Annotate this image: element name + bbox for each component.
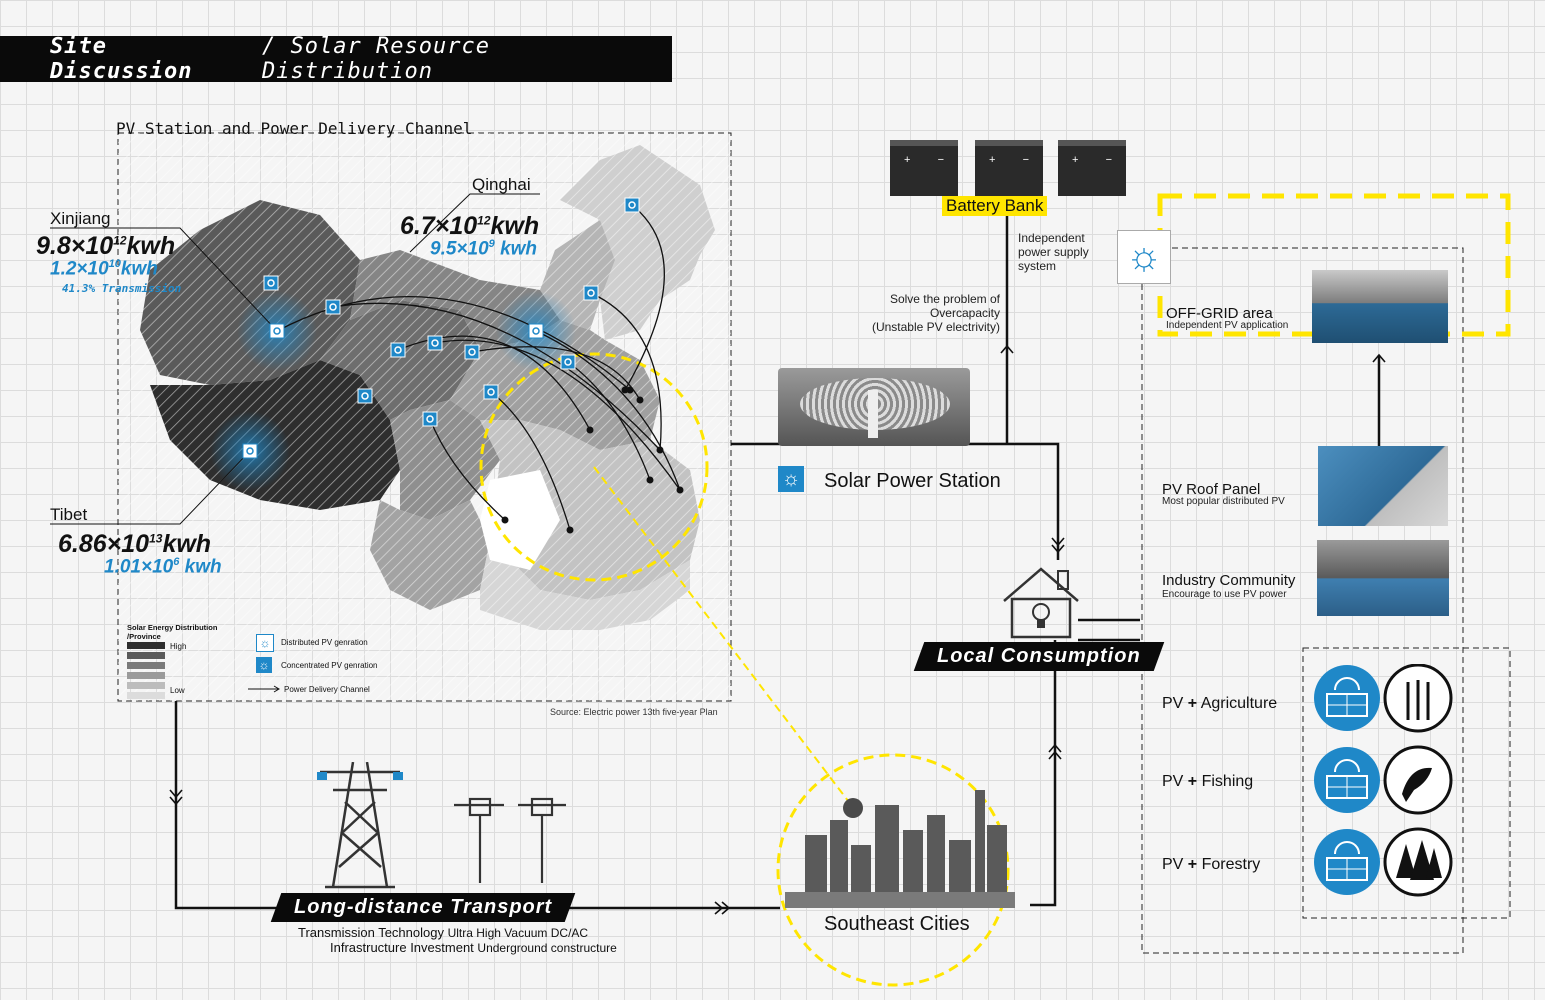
solar-panel-icon — [1314, 747, 1380, 813]
legend-title: Solar Energy Distribution /Province — [127, 623, 218, 641]
concentrated-pv-icon: ☼ — [778, 466, 804, 492]
concentrated-pv-marker — [528, 323, 544, 339]
distributed-pv-marker — [583, 285, 599, 301]
roof-sub: Most popular distributed PV — [1162, 496, 1285, 507]
sun-icon — [628, 201, 636, 209]
solar-station-photo — [778, 368, 970, 446]
distributed-pv-marker — [390, 342, 406, 358]
sun-icon — [329, 303, 337, 311]
roof-panel-photo — [1318, 446, 1448, 526]
sun-icon — [564, 358, 572, 366]
legend-swatches — [127, 642, 280, 699]
legend-distributed: Distributed PV genration — [281, 638, 368, 647]
sun-icon: ☼ — [1117, 230, 1171, 284]
combo-agriculture: PV + Agriculture — [1162, 695, 1278, 712]
solar-panel-icon — [1314, 665, 1380, 731]
industry-title: Industry Community — [1162, 572, 1296, 589]
sun-icon — [468, 348, 476, 356]
distributed-pv-marker — [427, 335, 443, 351]
sun-icon — [532, 327, 540, 335]
battery-icon: +− — [890, 140, 958, 196]
page-title: Site Discussion / Solar Resource Distrib… — [0, 34, 672, 84]
industry-photo — [1317, 540, 1449, 616]
battery-label: Battery Bank — [942, 196, 1048, 216]
local-consumption-label: Local Consumption — [913, 642, 1164, 671]
tibet-sub-value: 1.01×106 kwh — [104, 556, 222, 578]
concentrated-pv-marker — [269, 323, 285, 339]
qinghai-sub-value: 9.5×109 kwh — [430, 238, 538, 260]
fish-icon — [1383, 745, 1453, 815]
sun-icon — [426, 415, 434, 423]
house-bulb-icon — [1003, 567, 1079, 639]
roof-title: PV Roof Panel — [1162, 481, 1261, 498]
cities-label: Southeast Cities — [824, 913, 970, 935]
city-skyline-icon — [785, 790, 1015, 908]
transport-line2: Infrastructure Investment Underground co… — [330, 940, 617, 955]
combo-icons — [1314, 664, 1453, 897]
distributed-pv-marker — [422, 411, 438, 427]
overcapacity-note: Solve the problem of Overcapacity (Unsta… — [871, 292, 1000, 334]
trees-icon — [1383, 827, 1453, 897]
sun-icon — [394, 346, 402, 354]
region-name-xinjiang: Xinjiang — [50, 209, 111, 228]
region-name-qinghai: Qinghai — [472, 175, 531, 194]
legend-channel: Power Delivery Channel — [284, 685, 370, 694]
sun-icon — [587, 289, 595, 297]
legend-low: Low — [170, 686, 185, 695]
transport-label: Long-distance Transport — [270, 893, 576, 922]
map-source: Source: Electric power 13th five-year Pl… — [550, 707, 718, 717]
distributed-pv-icon: ☼ — [256, 634, 274, 652]
distributed-pv-marker — [263, 275, 279, 291]
offgrid-photo — [1312, 270, 1448, 343]
offgrid-sub: Independent PV application — [1166, 320, 1289, 331]
concentrated-pv-icon: ☼ — [256, 657, 272, 673]
industry-sub: Encourage to use PV power — [1162, 589, 1287, 600]
power-pylon-icon — [454, 797, 566, 883]
tibet-main-value: 6.86×1013kwh — [58, 530, 212, 558]
qinghai-main-value: 6.7×1012kwh — [400, 212, 540, 240]
title-bold: Site Discussion — [50, 34, 193, 84]
distributed-pv-marker — [464, 344, 480, 360]
distributed-pv-marker — [483, 384, 499, 400]
xinjiang-sub-value: 1.2×1010kwh — [50, 258, 158, 280]
sun-icon — [487, 388, 495, 396]
title-rest: / Solar Resource Distribution — [262, 34, 490, 84]
combo-forestry: PV + Forestry — [1162, 856, 1261, 873]
battery-note: Independent power supply system — [1018, 231, 1089, 273]
sun-icon — [431, 339, 439, 347]
distributed-pv-marker — [624, 197, 640, 213]
transmission-tower-icon — [317, 762, 403, 889]
distributed-pv-marker — [325, 299, 341, 315]
battery-icon: +− — [1058, 140, 1126, 196]
legend-concentrated: Concentrated PV genration — [281, 661, 378, 670]
legend-high: High — [170, 642, 187, 651]
map-heading: PV Station and Power Delivery Channel — [116, 119, 473, 138]
distributed-pv-marker — [560, 354, 576, 370]
sun-icon — [273, 327, 281, 335]
xinjiang-note: 41.3% Transmission — [62, 282, 182, 295]
region-name-tibet: Tibet — [50, 505, 88, 524]
distributed-pv-marker — [357, 388, 373, 404]
sun-icon — [267, 279, 275, 287]
concentrated-pv-marker — [242, 443, 258, 459]
transport-line1: Transmission Technology Ultra High Vacuu… — [298, 925, 589, 940]
sun-icon — [361, 392, 369, 400]
solar-panel-icon — [1314, 829, 1380, 895]
offgrid-title: OFF-GRID area — [1166, 305, 1273, 322]
southeast-highlight-circle — [479, 352, 709, 582]
battery-icon: +− — [975, 140, 1043, 196]
combo-fishing: PV + Fishing — [1162, 773, 1254, 790]
china-map — [118, 133, 731, 701]
sun-icon — [246, 447, 254, 455]
xinjiang-main-value: 9.8×1012kwh — [36, 232, 176, 260]
wheat-icon — [1383, 664, 1453, 733]
station-label: Solar Power Station — [824, 470, 1001, 492]
